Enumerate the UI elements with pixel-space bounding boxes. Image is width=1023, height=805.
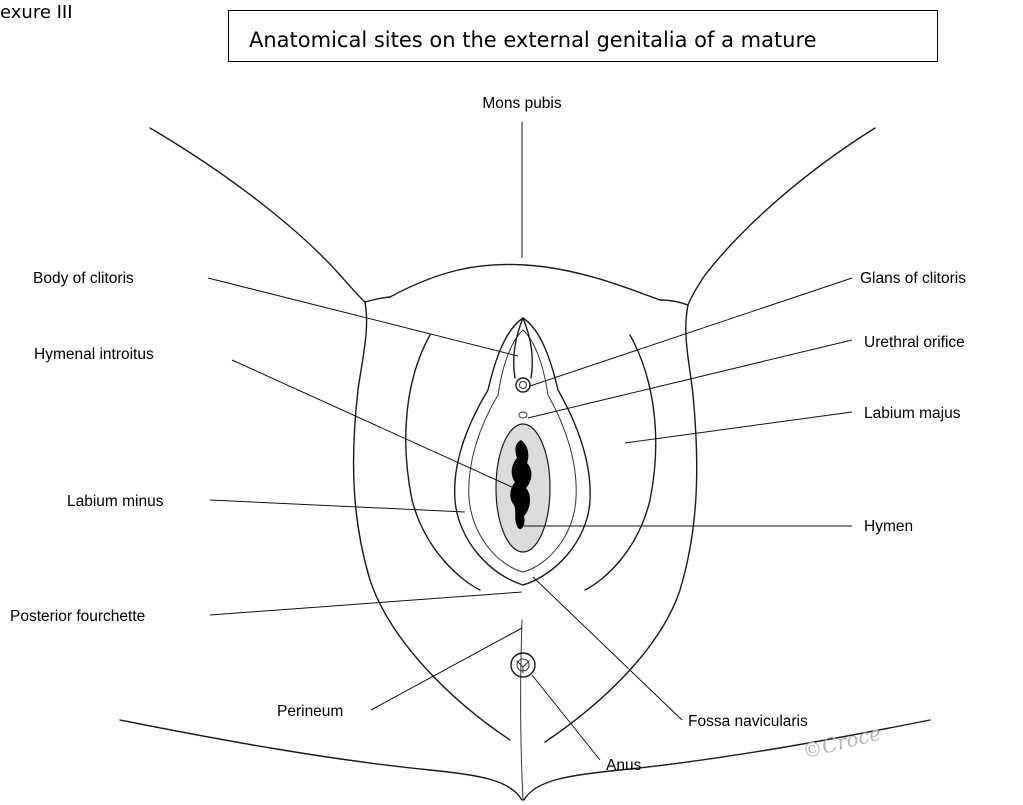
label-glans-of-clitoris: Glans of clitoris [860, 270, 966, 287]
right-labium-majus-fold [585, 335, 656, 590]
perineal-raphe [521, 620, 523, 800]
clitoral-hood-left [514, 318, 523, 378]
leader-urethral-orifice [528, 340, 852, 418]
label-anus: Anus [606, 757, 642, 774]
left-labium-majus-fold [406, 335, 480, 590]
labels: Mons pubis Body of clitoris Glans of cli… [10, 95, 966, 774]
right-groin-upper-line [688, 128, 875, 305]
leader-body-of-clitoris [208, 278, 518, 356]
leader-fossa-navicularis [533, 577, 682, 720]
label-posterior-fourchette: Posterior fourchette [10, 608, 145, 625]
leader-posterior-fourchette [210, 592, 522, 615]
label-hymen: Hymen [864, 518, 913, 535]
label-labium-minus: Labium minus [67, 493, 164, 510]
label-urethral-orifice: Urethral orifice [864, 334, 965, 351]
urethral-orifice-shape [519, 412, 527, 418]
label-perineum: Perineum [277, 703, 343, 720]
label-labium-majus: Labium majus [864, 405, 961, 422]
right-groin-fold [660, 300, 688, 305]
clitoral-hood-right [523, 318, 532, 378]
anus-folds [517, 661, 529, 673]
left-groin-fold [365, 297, 390, 302]
left-buttock-curve [120, 720, 522, 800]
leader-hymenal-introitus [232, 360, 514, 488]
label-body-of-clitoris: Body of clitoris [33, 270, 134, 287]
leader-anus [532, 675, 600, 760]
leader-labium-minus [210, 500, 465, 512]
leader-glans-of-clitoris [530, 278, 852, 386]
leader-perineum [371, 628, 522, 710]
vulva [455, 318, 590, 677]
mons-pubis-curve [390, 264, 660, 300]
glans-clitoris-inner [520, 382, 527, 389]
left-inner-thigh-line [354, 302, 510, 740]
artist-signature: ©Croce [800, 721, 883, 764]
label-hymenal-introitus: Hymenal introitus [34, 346, 154, 363]
label-fossa-navicularis: Fossa navicularis [688, 713, 808, 730]
label-mons-pubis: Mons pubis [482, 95, 562, 112]
leader-labium-majus [625, 412, 852, 443]
right-inner-thigh-line [545, 305, 697, 742]
left-groin-upper-line [150, 128, 365, 302]
